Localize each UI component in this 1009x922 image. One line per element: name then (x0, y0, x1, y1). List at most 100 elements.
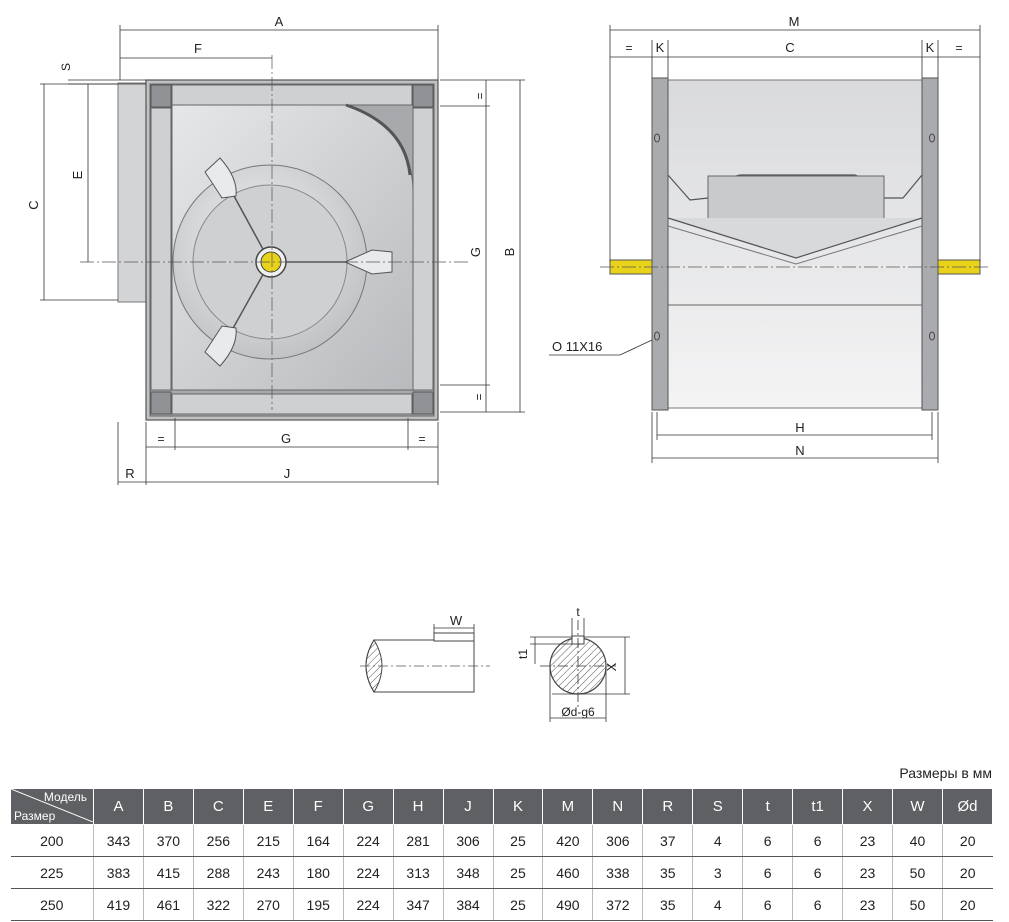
table-cell: 224 (343, 856, 394, 889)
dim-label-e: E (70, 170, 85, 179)
table-cell: 224 (343, 888, 394, 921)
table-cell: 384 (443, 888, 494, 921)
column-header: K (492, 788, 544, 825)
dim-label-m: M (789, 14, 800, 29)
size-cell: 250 (10, 888, 94, 921)
table-cell: 6 (792, 856, 844, 889)
dim-label-b: B (502, 248, 517, 257)
dim-label-c-front: C (26, 200, 41, 209)
dim-label-eq-side-left: = (625, 41, 632, 55)
dim-label-t1: t1 (516, 649, 530, 659)
side-flange-right (921, 77, 939, 411)
table-corner-cell: Модель Размер (10, 788, 94, 825)
corner-model-label: Модель (43, 790, 87, 804)
table-cell: 4 (692, 888, 744, 921)
table-cell: 420 (542, 824, 594, 857)
column-header: G (342, 788, 394, 825)
table-cell: 180 (293, 856, 344, 889)
shaft-key-detail: W t t1 X Ød-g6 (360, 605, 630, 722)
table-cell: 370 (143, 824, 194, 857)
dim-label-t: t (576, 605, 580, 619)
size-cell: 200 (10, 824, 94, 857)
table-cell: 6 (792, 888, 844, 921)
column-header: S (692, 788, 744, 825)
table-cell: 347 (393, 888, 444, 921)
table-cell: 338 (592, 856, 644, 889)
column-header: R (642, 788, 694, 825)
table-cell: 20 (942, 824, 993, 857)
column-header: X (842, 788, 893, 825)
table-cell: 35 (642, 888, 694, 921)
column-header: H (392, 788, 444, 825)
table-cell: 50 (892, 888, 943, 921)
dim-label-eq-right: = (418, 432, 425, 446)
dim-label-x: X (604, 662, 619, 671)
table-cell: 6 (742, 824, 794, 857)
column-header: J (442, 788, 494, 825)
dim-label-shaft-d: Ød-g6 (561, 705, 595, 719)
column-header: F (292, 788, 344, 825)
column-header: M (542, 788, 594, 825)
dim-label-n: N (795, 443, 804, 458)
table-cell: 224 (343, 824, 394, 857)
dim-label-s: S (59, 63, 73, 71)
table-cell: 164 (293, 824, 344, 857)
table-cell: 461 (143, 888, 194, 921)
table-cell: 23 (842, 856, 893, 889)
table-cell: 288 (193, 856, 244, 889)
table-cell: 306 (443, 824, 494, 857)
table-cell: 306 (592, 824, 644, 857)
table-cell: 195 (293, 888, 344, 921)
table-cell: 270 (243, 888, 294, 921)
table-cell: 460 (542, 856, 594, 889)
table-cell: 25 (493, 824, 544, 857)
table-cell: 35 (642, 856, 694, 889)
dim-label-eq-right-bottom: = (472, 393, 486, 400)
table-cell: 37 (642, 824, 694, 857)
table-cell: 6 (742, 888, 794, 921)
table-cell: 313 (393, 856, 444, 889)
corner-size-label: Размер (14, 809, 56, 823)
dim-label-eq-left: = (157, 432, 164, 446)
size-cell: 225 (10, 856, 94, 889)
column-header: B (142, 788, 194, 825)
column-header: E (242, 788, 294, 825)
column-header: C (192, 788, 244, 825)
table-cell: 281 (393, 824, 444, 857)
column-header: t (742, 788, 794, 825)
table-cell: 20 (942, 888, 993, 921)
table-cell: 23 (842, 888, 893, 921)
front-view: A F S C E B G = = G = = R J (26, 14, 525, 485)
dim-label-g-vert: G (468, 247, 483, 257)
table-cell: 322 (193, 888, 244, 921)
dim-label-w: W (450, 613, 463, 628)
units-note: Размеры в мм (899, 765, 992, 781)
table-cell: 215 (243, 824, 294, 857)
dim-label-k-right: K (926, 40, 935, 55)
dim-label-a: A (275, 14, 284, 29)
column-header: W (892, 788, 943, 825)
table-cell: 372 (592, 888, 644, 921)
table-cell: 25 (493, 888, 544, 921)
table-cell: 6 (742, 856, 794, 889)
table-cell: 383 (93, 856, 144, 889)
column-header: A (93, 788, 144, 825)
dim-label-eq-side-right: = (955, 41, 962, 55)
table-cell: 25 (493, 856, 544, 889)
column-header: N (592, 788, 644, 825)
dim-label-c-side: C (785, 40, 794, 55)
table-cell: 50 (892, 856, 943, 889)
table-cell: 23 (842, 824, 893, 857)
side-view: M C K K = = H N O 11X16 (549, 14, 990, 463)
table-cell: 415 (143, 856, 194, 889)
table-cell: 343 (93, 824, 144, 857)
table-cell: 419 (93, 888, 144, 921)
side-flange-left (651, 77, 669, 411)
technical-drawing: A F S C E B G = = G = = R J (26, 14, 990, 722)
